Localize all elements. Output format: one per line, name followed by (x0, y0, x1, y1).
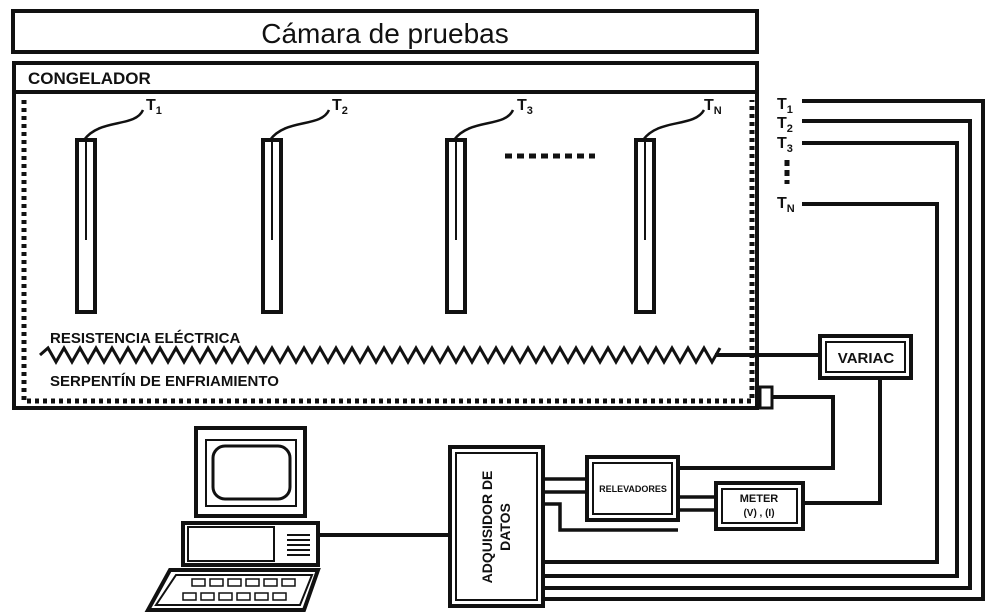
svg-text:TN: TN (777, 195, 795, 215)
probe-label-1: T1 (146, 97, 162, 117)
svg-text:T1: T1 (146, 97, 162, 117)
outside-probe-label-1: T1 (777, 96, 793, 116)
probe-3 (445, 109, 515, 314)
computer-icon (144, 426, 321, 612)
outside-probe-label-n: TN (777, 195, 795, 215)
svg-text:TN: TN (704, 97, 722, 117)
outside-probe-label-2: T2 (777, 115, 793, 135)
relays-box: RELEVADORES (585, 455, 680, 522)
svg-text:T1: T1 (777, 96, 793, 116)
relays-label: RELEVADORES (599, 484, 667, 494)
title-box: Cámara de pruebas (11, 9, 759, 54)
probe-n (634, 109, 706, 314)
meter-label-2: (V) , (I) (743, 508, 774, 519)
freezer-label: CONGELADOR (28, 69, 151, 88)
coil-label: SERPENTÍN DE ENFRIAMIENTO (50, 373, 279, 390)
meter-box: METER (V) , (I) (714, 481, 805, 531)
data-acquisition-box: ADQUISIDOR DE DATOS (448, 445, 545, 608)
probe-label-2: T2 (332, 97, 348, 117)
variac-box: VARIAC (818, 334, 913, 380)
meter-label-1: METER (740, 493, 779, 505)
heating-resistance (39, 344, 722, 366)
freezer-box: CONGELADOR (12, 61, 759, 410)
relay-wires (543, 477, 716, 532)
resistance-label: RESISTENCIA ELÉCTRICA (50, 330, 240, 347)
variac-label: VARIAC (838, 350, 895, 367)
variac-meter-wire (803, 378, 882, 505)
probe-1 (75, 109, 145, 314)
cooling-coil-border (21, 100, 755, 404)
probe-label-3: T3 (517, 97, 533, 117)
thermocouple-wires (543, 99, 985, 601)
svg-text:T2: T2 (777, 115, 793, 135)
daq-label-1: ADQUISIDOR DE (479, 471, 495, 584)
outside-probe-label-3: T3 (777, 135, 793, 155)
probe-2 (261, 109, 331, 314)
diagram-title: Cámara de pruebas (261, 18, 508, 49)
svg-text:T2: T2 (332, 97, 348, 117)
svg-text:T3: T3 (517, 97, 533, 117)
daq-label-2: DATOS (497, 503, 513, 551)
freezer-control-wire (678, 395, 835, 470)
svg-text:T3: T3 (777, 135, 793, 155)
probe-label-n: TN (704, 97, 722, 117)
